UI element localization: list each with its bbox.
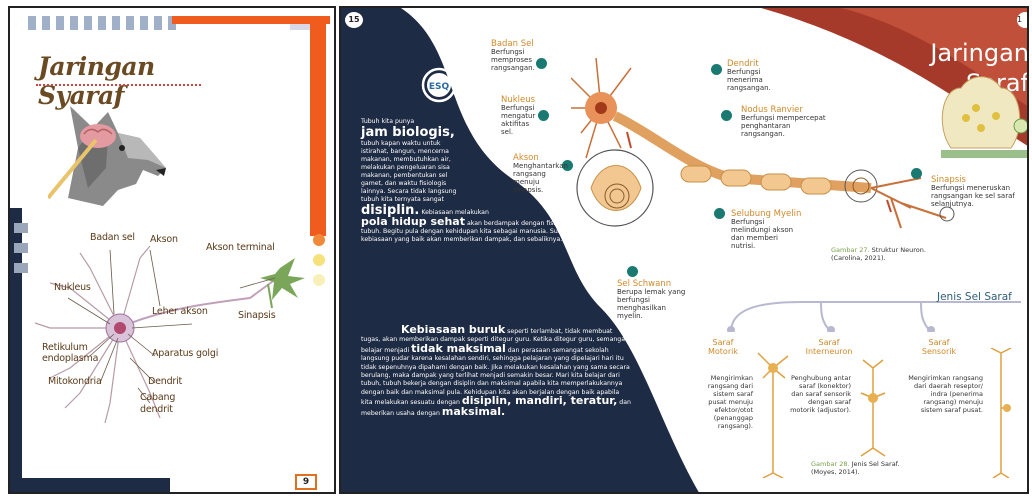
title-underline	[36, 84, 201, 86]
wolf-brain-illustration	[48, 98, 173, 206]
text-paragraph: tubuh kapan waktu untuk istirahat, bangu…	[361, 140, 461, 204]
decorative-corner	[290, 24, 310, 30]
left-page: Jaringan Syaraf	[8, 6, 336, 494]
text-highlight-tidak-maksimal: tidak maksimal	[411, 342, 506, 355]
logo-text: ESQ	[429, 82, 450, 92]
label-dot	[711, 64, 722, 75]
nerve-type-motorik-desc: Mengirimkan rangsang dari sistem saraf p…	[693, 374, 753, 430]
label-mitokondria: Mitokondria	[48, 376, 102, 387]
label-dot	[714, 208, 725, 219]
nerve-types-title: Jenis Sel Saraf	[937, 291, 1012, 303]
right-page: 15 1 ESQ Tubuh kita punya jam biologis, …	[339, 6, 1029, 494]
navy-bottom-bar	[10, 478, 170, 494]
text-highlight-maksimal: maksimal.	[442, 405, 505, 418]
orange-top-bar	[172, 16, 330, 24]
page-number: 9	[295, 474, 317, 490]
nerve-type-interneuron-desc: Penghubung antar saraf (konektor) dan sa…	[789, 374, 851, 414]
text-highlight-pola-hidup: pola hidup sehat	[361, 215, 465, 228]
esq-logo: ESQ	[419, 66, 459, 104]
label-sinapsis: Sinapsis	[238, 310, 275, 321]
label-nukleus: Nukleus	[54, 282, 91, 293]
text-highlight-kebiasaan-buruk: Kebiasaan buruk	[361, 323, 505, 336]
interneuron-icon	[853, 358, 893, 458]
figure-28-caption: Gambar 28. Jenis Sel Saraf. (Moyes, 2014…	[811, 460, 931, 476]
decorative-stripes	[28, 16, 178, 30]
label-cabang: Cabang	[140, 392, 175, 403]
nerve-type-sensorik-desc: Mengirimkan rangsang dari daerah resepto…	[903, 374, 983, 414]
page-number-left: 15	[345, 12, 363, 28]
text-highlight-jam-biologis: jam biologis,	[361, 126, 591, 140]
label-aparatus-golgi: Aparatus golgi	[152, 348, 218, 359]
sensory-neuron-icon	[981, 348, 1021, 478]
label-dot	[721, 110, 732, 121]
page-number-right: 1	[1017, 12, 1029, 28]
label-akson: Akson	[150, 234, 178, 245]
figure-27-caption: Gambar 27. Struktur Neuron. (Carolina, 2…	[831, 246, 971, 262]
label-dot	[627, 266, 638, 277]
label-endoplasma: endoplasma	[42, 353, 98, 364]
label-cabang-dendrit: dendrit	[140, 404, 173, 415]
label-akson-terminal: Akson terminal	[206, 242, 275, 253]
label-retikulum: Retikulum	[42, 342, 88, 353]
label-badan-sel: Badan sel	[90, 232, 135, 243]
motor-neuron-icon	[753, 348, 793, 478]
body-text-kebiasaan: Kebiasaan buruk seperti terlambat, tidak…	[361, 326, 631, 418]
label-dendrit: Dendrit	[148, 376, 182, 387]
label-leher-akson: Leher akson	[152, 306, 208, 317]
orange-side-bar	[310, 16, 326, 236]
label-dot	[911, 168, 922, 179]
